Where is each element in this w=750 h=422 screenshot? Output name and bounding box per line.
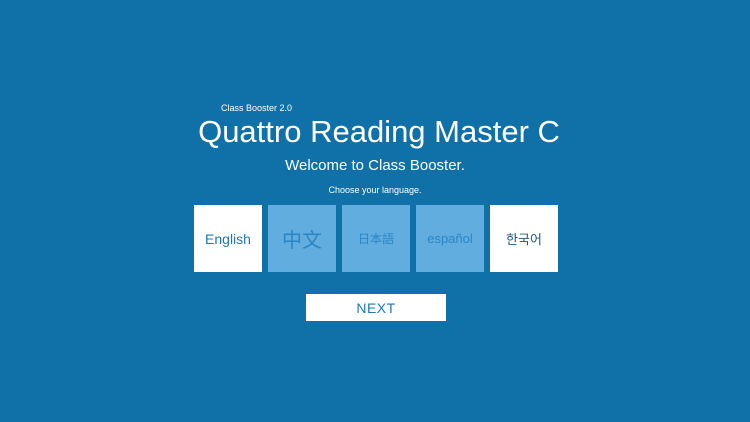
language-option-spanish[interactable]: español bbox=[416, 205, 484, 272]
language-option-english[interactable]: English bbox=[194, 205, 262, 272]
app-subtitle: Class Booster 2.0 bbox=[221, 103, 293, 113]
language-option-japanese[interactable]: 日本語 bbox=[342, 205, 410, 272]
page-title: Quattro Reading Master C bbox=[198, 114, 560, 149]
next-button[interactable]: NEXT bbox=[306, 294, 446, 321]
language-option-chinese[interactable]: 中文 bbox=[268, 205, 336, 272]
language-option-korean[interactable]: 한국어 bbox=[490, 205, 558, 272]
language-prompt: Choose your language. bbox=[328, 185, 422, 195]
language-selector: English 中文 日本語 español 한국어 bbox=[194, 205, 558, 272]
welcome-message: Welcome to Class Booster. bbox=[285, 157, 465, 174]
